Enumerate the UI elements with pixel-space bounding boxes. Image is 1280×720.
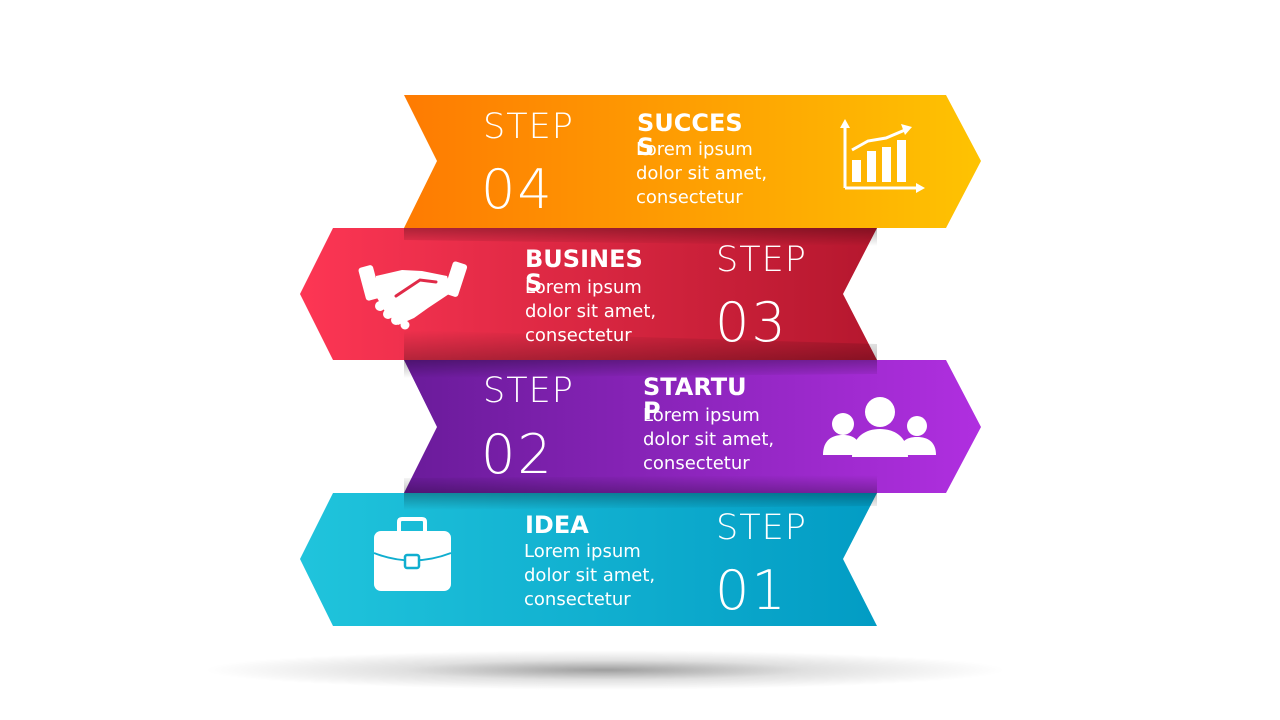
fold-shadow: [404, 360, 877, 378]
step-03-ribbon: [300, 228, 877, 360]
step-01-title: IDEA: [525, 511, 589, 539]
user-group-icon: [823, 397, 936, 457]
fold-shadow: [404, 493, 877, 510]
step-04-description: Lorem ipsum dolor sit amet, consectetur: [636, 139, 768, 208]
step-03-label: STEP: [716, 240, 807, 280]
step-03-description: Lorem ipsum dolor sit amet, consectetur: [525, 277, 657, 346]
handshake-icon: [358, 261, 468, 330]
step-03-title: BUSINESS: [525, 245, 643, 297]
step-04-ribbon: [404, 95, 981, 228]
step-02-ribbon: [404, 360, 981, 493]
briefcase-icon: [373, 517, 452, 591]
step-01-ribbon: [300, 493, 877, 626]
step-01-label: STEP: [716, 508, 807, 548]
step-02-description: Lorem ipsum dolor sit amet, consectetur: [643, 405, 775, 474]
step-04-number: 04: [481, 158, 554, 221]
fold-shadow: [404, 330, 877, 360]
step-02-title: STARTUP: [643, 373, 747, 425]
step-01-number: 01: [715, 559, 788, 622]
fold-shadow: [404, 228, 877, 246]
bar-chart-growth-icon: [840, 119, 925, 193]
step-03-number: 03: [715, 291, 788, 354]
step-04-title: SUCCESS: [637, 109, 743, 161]
step-02-number: 02: [481, 423, 554, 486]
step-01-description: Lorem ipsum dolor sit amet, consectetur: [524, 541, 656, 610]
fold-shadow: [404, 475, 877, 493]
ground-shadow: [200, 650, 1010, 690]
step-02-label: STEP: [483, 371, 574, 411]
step-04-label: STEP: [483, 107, 574, 147]
